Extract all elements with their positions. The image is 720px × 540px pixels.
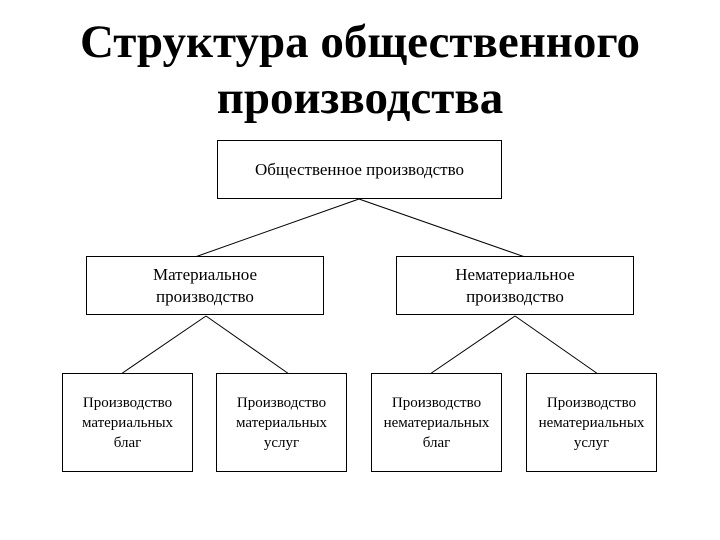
node-nonmaterial-goods: Производство нематериальных благ <box>371 373 502 472</box>
node-material-production-line-1: Материальное <box>152 264 258 284</box>
node-social-production: Общественное производство <box>217 140 502 199</box>
node-nonmaterial-production: Нематериальное производство <box>396 256 634 315</box>
connector-material-to-goods <box>120 315 207 375</box>
connector-material-to-services <box>205 315 290 375</box>
page-title: Структура общественного производства <box>0 14 720 126</box>
title-line-2: производства <box>216 72 504 124</box>
node-material-services-line-1: Производство <box>236 394 327 411</box>
node-material-production-line-2: производство <box>156 286 254 306</box>
node-nonmaterial-services-line-3: услуг <box>573 434 610 451</box>
node-material-goods-line-1: Производство <box>82 394 173 411</box>
node-material-services-line-2: материальных <box>235 414 328 431</box>
node-material-services-line-3: услуг <box>263 434 300 451</box>
node-nonmaterial-production-line-2: производство <box>466 286 564 306</box>
node-material-goods-line-3: благ <box>113 434 142 451</box>
node-nonmaterial-goods-line-3: благ <box>422 434 451 451</box>
node-material-goods-line-2: материальных <box>81 414 174 431</box>
node-nonmaterial-goods-line-1: Производство <box>391 394 482 411</box>
node-material-goods: Производство материальных благ <box>62 373 193 472</box>
node-nonmaterial-services-line-1: Производство <box>546 394 637 411</box>
connector-root-to-nonmaterial <box>358 198 526 258</box>
node-nonmaterial-goods-line-2: нематериальных <box>383 414 490 431</box>
node-material-production: Материальное производство <box>86 256 324 315</box>
node-nonmaterial-services-line-2: нематериальных <box>538 414 645 431</box>
title-line-1: Структура общественного <box>79 16 641 68</box>
node-nonmaterial-services: Производство нематериальных услуг <box>526 373 657 472</box>
connector-root-to-material <box>194 198 360 258</box>
node-social-production-label: Общественное производство <box>255 159 464 179</box>
connector-nonmaterial-to-services <box>514 315 599 375</box>
connector-nonmaterial-to-goods <box>429 315 516 375</box>
node-material-services: Производство материальных услуг <box>216 373 347 472</box>
node-nonmaterial-production-line-1: Нематериальное <box>455 264 575 284</box>
